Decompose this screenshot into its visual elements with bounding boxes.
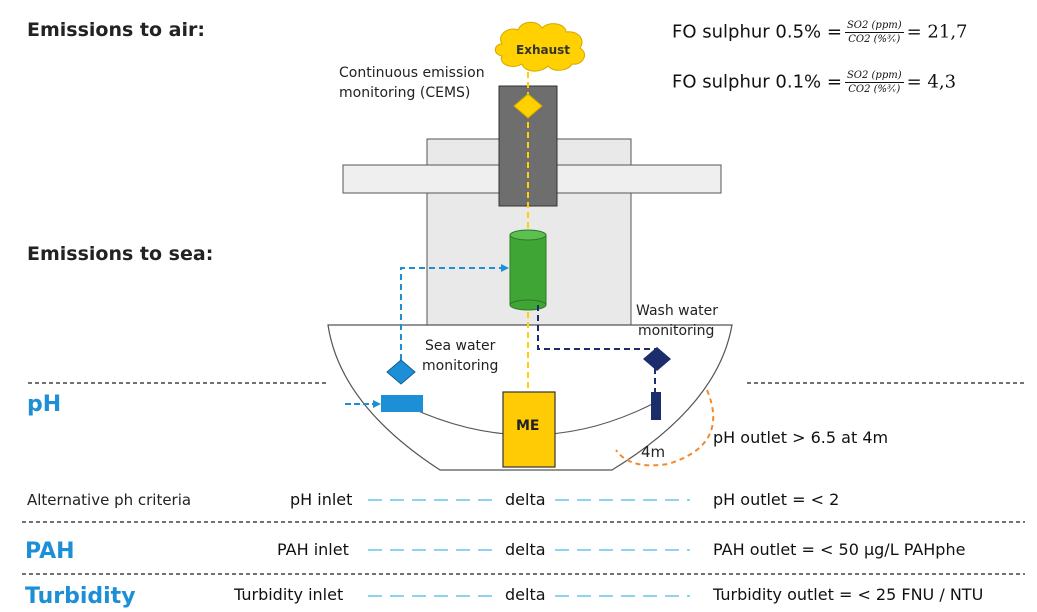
alt-delta: delta [505,490,546,509]
me-label: ME [516,418,540,434]
scrubber [509,234,547,306]
alt-inlet: pH inlet [290,490,353,509]
formula-label: FO sulphur 0.5% = [672,21,842,43]
heading-emissions-sea: Emissions to sea: [27,243,214,265]
heading-emissions-air: Emissions to air: [27,19,205,41]
wash-water-sensor [643,347,671,371]
pah-inlet: PAH inlet [277,540,349,559]
sea-inlet-pump [381,395,423,412]
cems-sensor [513,93,543,119]
wash-water-label-2: monitoring [638,323,715,339]
main-engine [502,391,556,468]
ph-outlet: pH outlet > 6.5 at 4m [713,428,889,447]
turbidity-delta: delta [505,585,546,604]
distance-arc [615,389,715,467]
ph-title: pH [27,392,62,417]
wash-water-line [537,305,656,392]
alt-criteria-label: Alternative ph criteria [27,491,192,509]
wash-water-label-1: Wash water [636,303,719,319]
exhaust-cloud [494,21,585,72]
formula-result: = 4,3 [906,71,957,93]
formula-sulphur-01: FO sulphur 0.1% =SO2 (ppm)CO2 (%³⁄ᵥ)= 4,… [672,70,956,95]
formula-fraction: SO2 (ppm)CO2 (%³⁄ᵥ) [844,20,904,45]
pah-title: PAH [25,539,75,564]
formula-sulphur-05: FO sulphur 0.5% =SO2 (ppm)CO2 (%³⁄ᵥ)= 21… [672,20,968,45]
pah-outlet: PAH outlet = < 50 µg/L PAHphe [713,540,966,559]
sea-water-label-1: Sea water [425,338,496,354]
sea-water-label-2: monitoring [422,358,499,374]
distance-label: 4m [641,443,666,461]
turbidity-inlet: Turbidity inlet [234,585,344,604]
turbidity-outlet: Turbidity outlet = < 25 FNU / NTU [713,585,984,604]
cems-label-2: monitoring (CEMS) [339,85,471,101]
exhaust-label: Exhaust [516,43,570,57]
formula-label: FO sulphur 0.1% = [672,71,842,93]
sea-water-line [400,267,505,380]
pah-delta: delta [505,540,546,559]
formula-fraction: SO2 (ppm)CO2 (%³⁄ᵥ) [844,70,904,95]
formula-result: = 21,7 [906,21,968,43]
alt-outlet: pH outlet = < 2 [713,490,840,509]
cems-label-1: Continuous emission [339,65,485,81]
sea-water-sensor [386,359,416,385]
wash-outlet [651,392,661,420]
turbidity-title: Turbidity [25,584,136,609]
